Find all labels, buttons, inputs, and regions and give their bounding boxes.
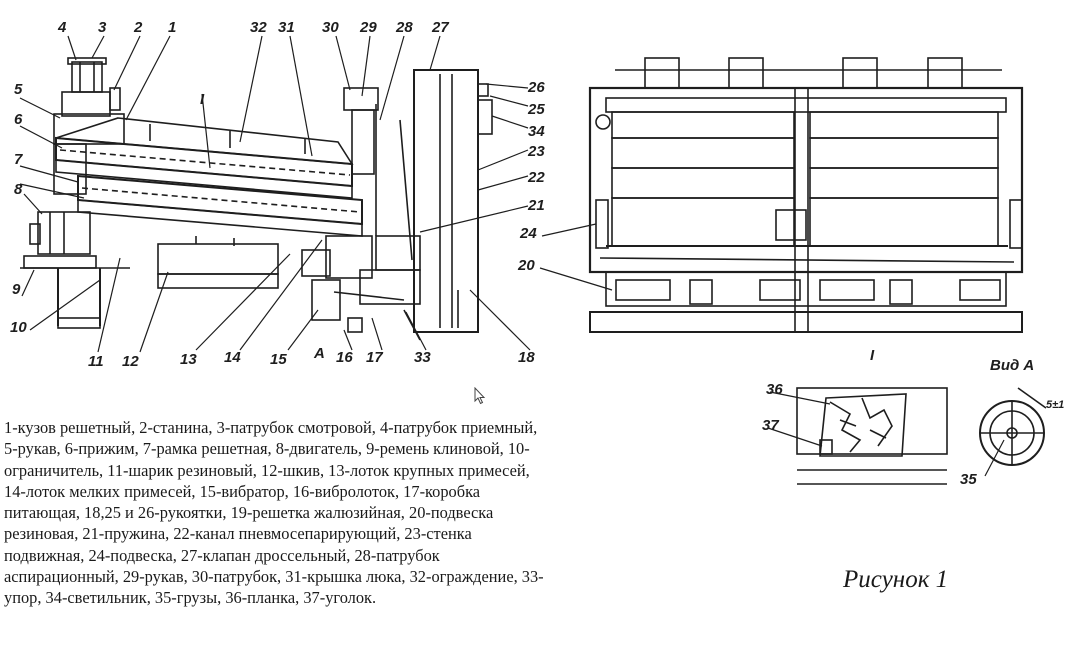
leader-lines [19, 35, 1005, 477]
callout-18: 18 [518, 349, 535, 366]
legend-line: 14-лоток мелких примесей, 15-вибратор, 1… [4, 481, 481, 501]
mouse-cursor-icon [474, 387, 486, 405]
detail-i [796, 387, 948, 485]
legend-line: питающая, 18,25 и 26-рукоятки, 19-решетк… [4, 503, 494, 523]
callout-1: 1 [168, 19, 176, 36]
callout-11: 11 [88, 353, 104, 370]
callout-35: 35 [960, 471, 977, 488]
callout-30: 30 [322, 19, 339, 36]
callout-a-marker: A [313, 345, 325, 362]
callout-31: 31 [278, 19, 295, 36]
callout-21: 21 [527, 197, 545, 214]
side-view [20, 57, 493, 341]
view-a-title: Вид А [990, 357, 1034, 374]
callout-36: 36 [766, 381, 783, 398]
callout-12: 12 [122, 353, 139, 370]
callout-33: 33 [414, 349, 431, 366]
callout-3: 3 [98, 19, 107, 36]
callout-22: 22 [527, 169, 545, 186]
callout-10: 10 [10, 319, 27, 336]
callout-29: 29 [359, 19, 377, 36]
figure-caption: Рисунок 1 [843, 566, 949, 593]
callout-26: 26 [527, 79, 545, 96]
callout-4: 4 [57, 19, 67, 36]
callout-5: 5 [14, 81, 23, 98]
legend-line: подвижная, 24-подвеска, 27-клапан дроссе… [4, 545, 440, 565]
callout-17: 17 [366, 349, 383, 366]
callout-9: 9 [12, 281, 21, 298]
callout-32: 32 [250, 19, 267, 36]
legend-line: аспирационный, 29-рукав, 30-патрубок, 31… [4, 567, 544, 587]
callout-detail-i: I [200, 91, 205, 108]
parts-legend: 1-кузов решетный, 2-станина, 3-патрубок … [4, 417, 732, 609]
legend-line: резиновая, 21-пружина, 22-канал пневмосе… [4, 524, 472, 544]
callout-15: 15 [270, 351, 287, 368]
callout-2: 2 [133, 19, 143, 36]
callout-14: 14 [224, 349, 241, 366]
callout-7: 7 [14, 151, 23, 168]
callout-23: 23 [527, 143, 545, 160]
callout-24: 24 [519, 225, 537, 242]
callout-27: 27 [431, 19, 449, 36]
callout-37: 37 [762, 417, 779, 434]
callout-8: 8 [14, 181, 23, 198]
callout-34: 34 [528, 123, 545, 140]
detail-i-title: I [870, 347, 875, 364]
callout-13: 13 [180, 351, 197, 368]
callout-20: 20 [517, 257, 535, 274]
callout-25: 25 [527, 101, 545, 118]
callout-28: 28 [395, 19, 413, 36]
callout-16: 16 [336, 349, 353, 366]
view-a [979, 387, 1047, 466]
dimension-label: 5±1 [1046, 399, 1064, 411]
callout-6: 6 [14, 111, 23, 128]
legend-line: ограничитель, 11-шарик резиновый, 12-шки… [4, 460, 530, 480]
legend-line: упор, 34-светильник, 35-грузы, 36-планка… [4, 588, 377, 608]
legend-line: 5-рукав, 6-прижим, 7-рамка решетная, 8-д… [4, 439, 530, 459]
legend-line: 1-кузов решетный, 2-станина, 3-патрубок … [4, 418, 538, 437]
front-view [588, 57, 1024, 333]
